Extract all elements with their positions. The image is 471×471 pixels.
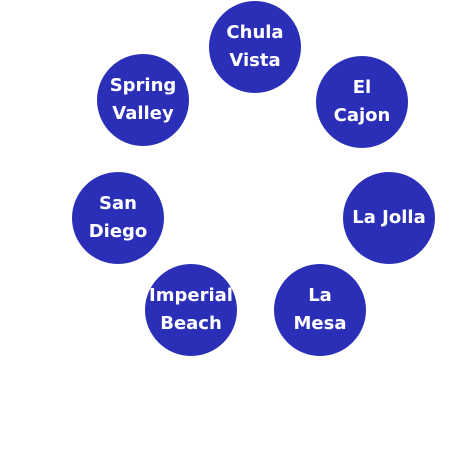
node-spring-valley: Spring Valley <box>97 54 189 146</box>
node-imperial-beach: Imperial Beach <box>145 264 237 356</box>
node-la-jolla: La Jolla <box>343 172 435 264</box>
node-san-diego: San Diego <box>72 172 164 264</box>
node-el-cajon: El Cajon <box>316 56 408 148</box>
node-chula-vista: Chula Vista <box>209 1 301 93</box>
node-la-mesa: La Mesa <box>274 264 366 356</box>
